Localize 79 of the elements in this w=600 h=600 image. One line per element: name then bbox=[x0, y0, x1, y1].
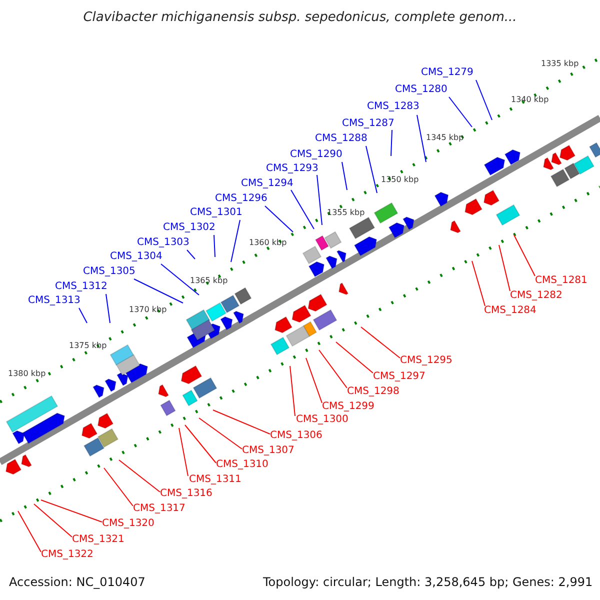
leader-line bbox=[448, 96, 472, 128]
leader-line bbox=[178, 428, 188, 476]
gene-label: CMS_1304 bbox=[110, 250, 162, 263]
gene-label: CMS_1311 bbox=[189, 473, 242, 486]
leader-line bbox=[134, 278, 184, 304]
leader-line bbox=[514, 234, 536, 276]
leader-line bbox=[198, 418, 242, 450]
leader-line bbox=[316, 174, 322, 226]
gene-label: CMS_1313 bbox=[28, 294, 80, 307]
scale-label: 1370 kbp bbox=[129, 304, 167, 315]
scale-label: 1365 kbp bbox=[190, 275, 228, 286]
scale-label: 1350 kbp bbox=[381, 174, 419, 185]
leader-line bbox=[34, 504, 72, 538]
gene-label: CMS_1312 bbox=[55, 280, 108, 293]
gene-label: CMS_1290 bbox=[290, 148, 342, 161]
leader-line bbox=[498, 244, 510, 292]
leader-line bbox=[306, 358, 322, 404]
scale-label: 1355 kbp bbox=[327, 207, 365, 218]
gene-label: CMS_1295 bbox=[400, 354, 452, 367]
gene-label: CMS_1281 bbox=[535, 274, 588, 287]
leader-line bbox=[476, 80, 492, 120]
leader-line bbox=[184, 424, 216, 464]
leader-line bbox=[416, 114, 426, 162]
gene-label: CMS_1307 bbox=[242, 444, 294, 457]
gene-label: CMS_1322 bbox=[41, 548, 94, 561]
scale-label: 1335 kbp bbox=[541, 58, 579, 69]
leader-line bbox=[342, 162, 348, 190]
leader-line bbox=[186, 250, 196, 260]
leader-line bbox=[230, 220, 240, 262]
gene-label: CMS_1282 bbox=[510, 289, 562, 302]
gene-label: CMS_1284 bbox=[484, 304, 536, 317]
leader-line bbox=[360, 326, 400, 358]
leader-line bbox=[366, 146, 378, 194]
leader-line bbox=[104, 468, 134, 506]
leader-line bbox=[160, 264, 200, 296]
leader-line bbox=[318, 350, 348, 388]
gene-label: CMS_1280 bbox=[395, 83, 448, 96]
gene-label: CMS_1296 bbox=[215, 192, 268, 205]
leader-line bbox=[472, 260, 486, 306]
gene-label: CMS_1316 bbox=[160, 487, 212, 500]
gene-label: CMS_1303 bbox=[137, 236, 190, 249]
leader-line bbox=[212, 410, 270, 434]
gene-label: CMS_1302 bbox=[163, 221, 216, 234]
leader-line bbox=[40, 500, 102, 522]
gene-label: CMS_1279 bbox=[421, 66, 474, 79]
gene-label: CMS_1287 bbox=[342, 117, 394, 130]
leader-line bbox=[290, 366, 296, 416]
gene-label: CMS_1306 bbox=[270, 429, 322, 442]
leader-line bbox=[390, 130, 392, 156]
gene-label: CMS_1300 bbox=[296, 413, 348, 426]
leader-line bbox=[214, 234, 216, 258]
leader-line bbox=[336, 342, 374, 374]
gene-label: CMS_1321 bbox=[72, 533, 124, 546]
scale-label: 1360 kbp bbox=[249, 237, 287, 248]
leader-line bbox=[264, 206, 294, 232]
gene-label: CMS_1301 bbox=[190, 206, 242, 219]
title: Clavibacter michiganensis subsp. sepedonicus, complete genom... bbox=[82, 10, 518, 25]
gene-label: CMS_1298 bbox=[347, 385, 400, 398]
gene-label: CMS_1305 bbox=[83, 265, 136, 278]
gene-label: CMS_1293 bbox=[266, 162, 318, 175]
scale-label: 1375 kbp bbox=[69, 340, 107, 351]
gene-label: CMS_1297 bbox=[373, 370, 426, 383]
footer-text: Accession: NC_010407 bbox=[9, 575, 146, 589]
gene-label: CMS_1317 bbox=[133, 502, 186, 515]
gene-label: CMS_1288 bbox=[315, 132, 368, 145]
gene-label: CMS_1320 bbox=[102, 517, 154, 530]
leader-line bbox=[106, 294, 110, 324]
footer-text: Topology: circular; Length: 3,258,645 bp; Genes: 2,991 bbox=[263, 575, 593, 589]
gene-label: CMS_1299 bbox=[322, 400, 374, 413]
gene-label: CMS_1294 bbox=[241, 177, 294, 190]
scale-label: 1340 kbp bbox=[511, 94, 549, 105]
scale-label: 1380 kbp bbox=[8, 368, 46, 379]
leader-line bbox=[18, 510, 42, 552]
scale-label: 1345 kbp bbox=[426, 132, 464, 143]
gene-label: CMS_1283 bbox=[367, 100, 420, 113]
leader-line bbox=[118, 460, 160, 492]
gene-label: CMS_1310 bbox=[216, 458, 268, 471]
leader-line bbox=[78, 308, 88, 324]
leader-line bbox=[290, 190, 314, 230]
